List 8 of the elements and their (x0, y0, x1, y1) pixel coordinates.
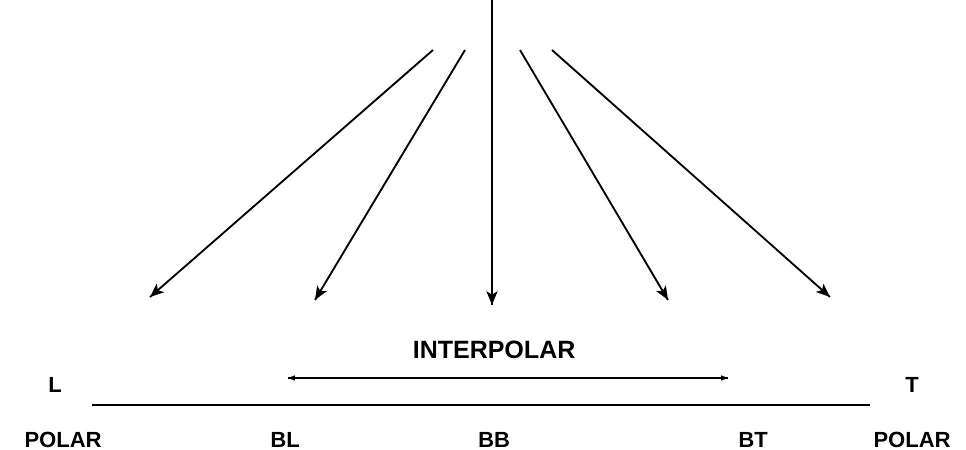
region-label: T (905, 374, 919, 396)
region-label: BL (270, 429, 300, 450)
region-label: POLAR (874, 429, 950, 450)
region-label: POLAR (24, 429, 102, 450)
region-label: L (48, 374, 62, 396)
region-label: INTERPOLAR (412, 338, 576, 363)
region-label: BB (478, 429, 510, 450)
region-label: BT (738, 429, 768, 450)
